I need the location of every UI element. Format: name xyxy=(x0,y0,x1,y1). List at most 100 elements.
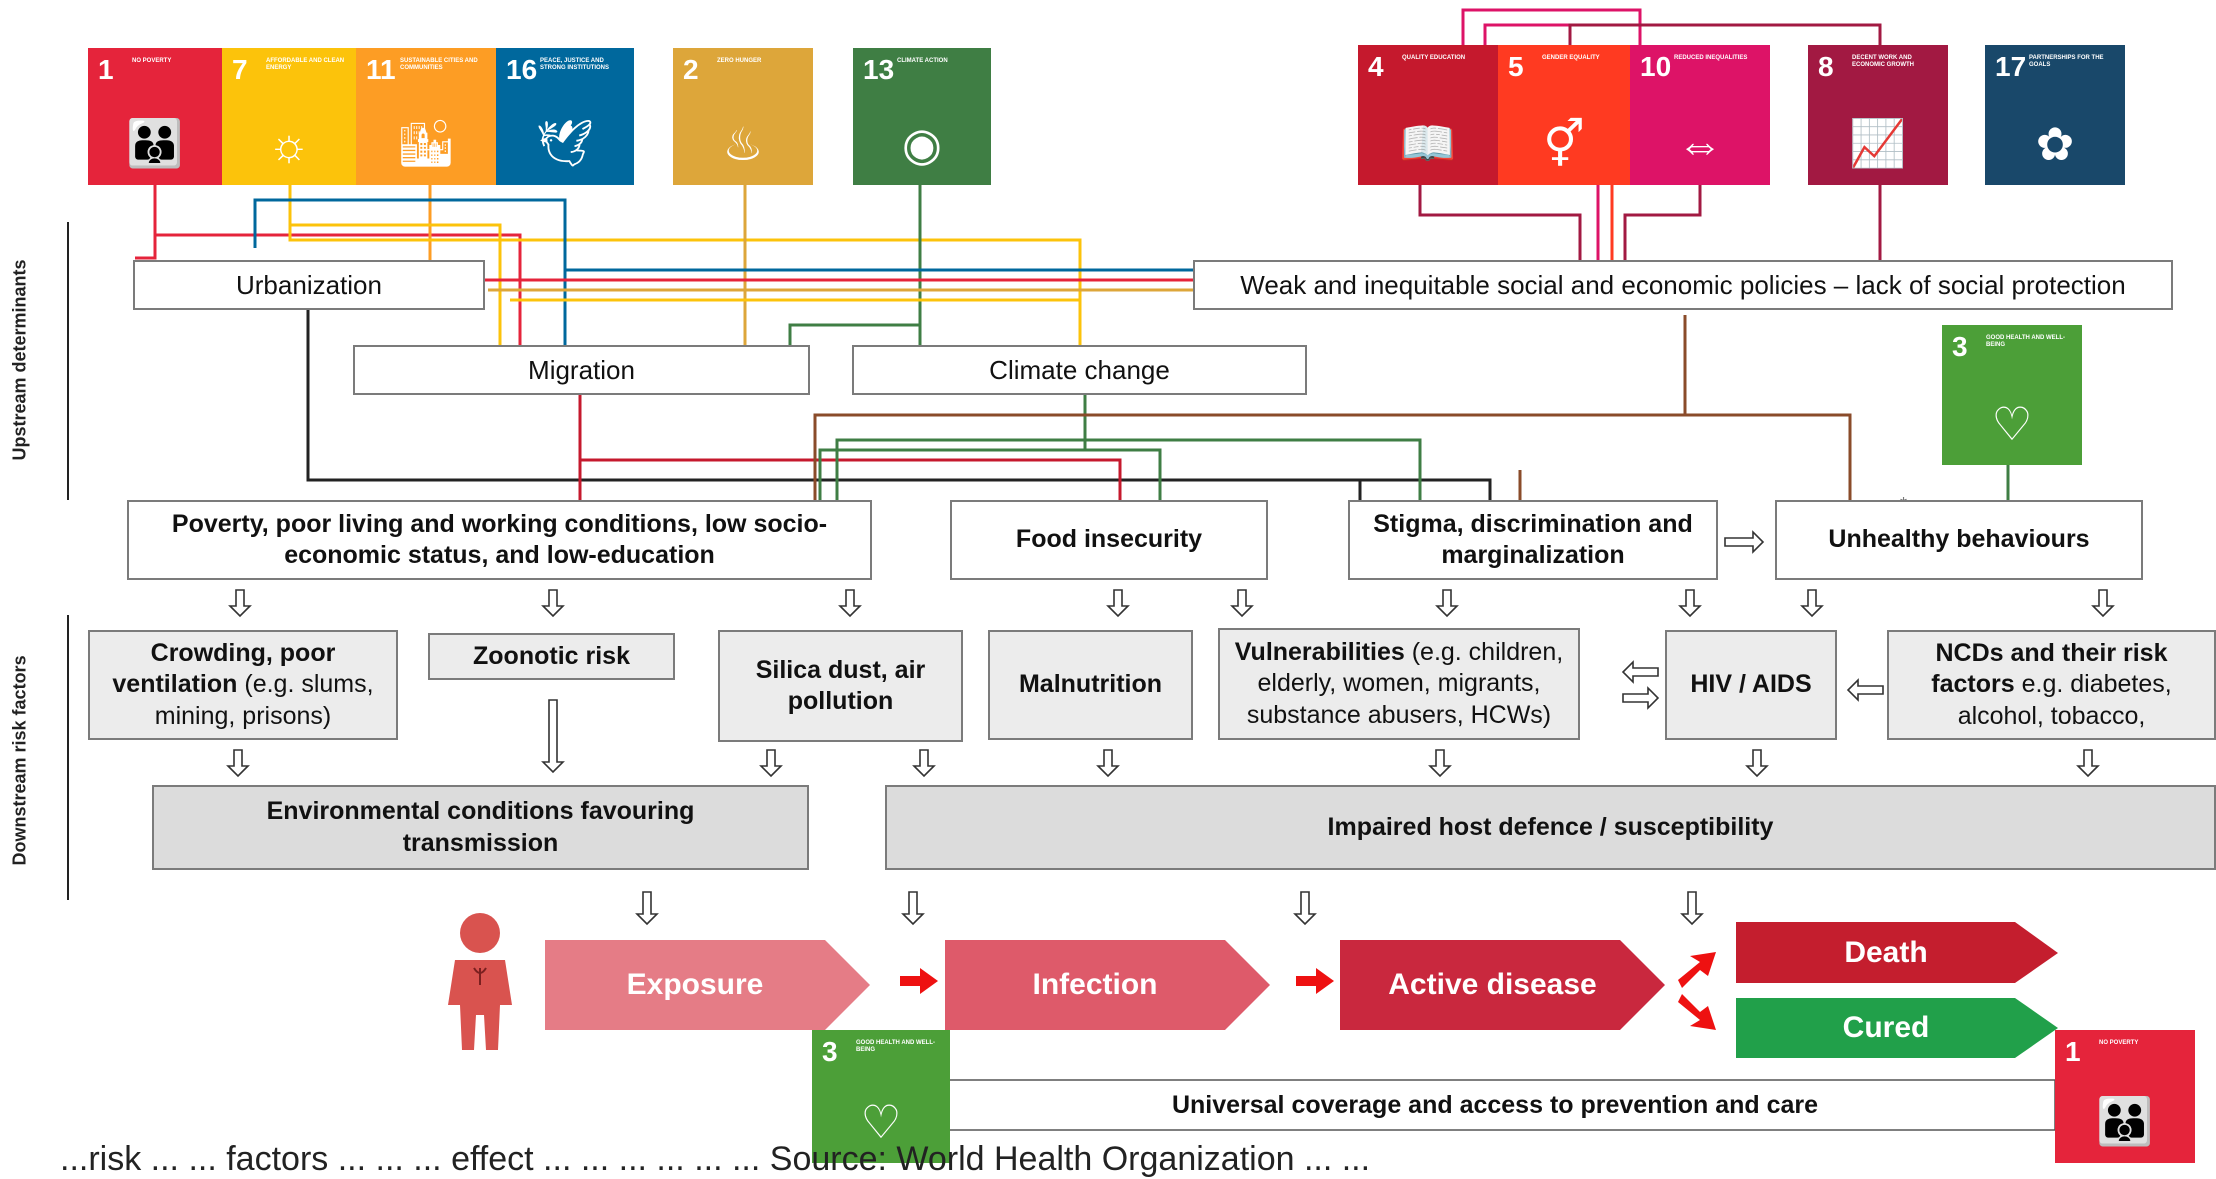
down-arrow xyxy=(1745,749,1769,778)
sdg8-number: 8 xyxy=(1818,51,1834,82)
down-arrow xyxy=(838,589,862,618)
right-arrow xyxy=(1622,686,1660,710)
sdg10-number: 10 xyxy=(1640,51,1672,82)
sun-icon: ☼ xyxy=(267,118,311,170)
downstream-label: Downstream risk factors xyxy=(9,655,30,866)
sdg3-tile-lower: 3 GOOD HEALTH AND WELL-BEING ♡ xyxy=(812,1030,950,1163)
book-icon: 📖 xyxy=(1399,117,1457,169)
impaired-host-defence-box: Impaired host defence / susceptibility xyxy=(885,785,2216,870)
sdg5-number: 5 xyxy=(1508,51,1524,82)
heartbeat-icon: ♡ xyxy=(1991,398,2033,450)
sdg1-lower-number: 1 xyxy=(2065,1036,2081,1067)
sdg5-caption: GENDER EQUALITY xyxy=(1542,55,1600,61)
sdg1-lower-caption: NO POVERTY xyxy=(2099,1040,2139,1046)
sdg1-tile: 1 NO POVERTY 👪 xyxy=(88,48,222,185)
down-arrow xyxy=(1678,589,1702,618)
hiv-aids-box: HIV / AIDS xyxy=(1665,630,1837,740)
rings-icon: ✿ xyxy=(2035,118,2075,170)
down-arrow xyxy=(1230,589,1254,618)
vulnerabilities-title: Vulnerabilities xyxy=(1234,638,1405,667)
sdg3-upper-number: 3 xyxy=(1952,331,1968,362)
sdg10-tile: 10 REDUCED INEQUALITIES ⇔ xyxy=(1630,45,1770,185)
sdg1-number: 1 xyxy=(98,54,114,85)
heartbeat-icon: ♡ xyxy=(860,1096,902,1148)
poverty-box: Poverty, poor living and working conditi… xyxy=(127,500,872,580)
sdg10-caption: REDUCED INEQUALITIES xyxy=(1674,55,1748,61)
down-arrow xyxy=(1096,749,1120,778)
coverage-label: Universal coverage and access to prevent… xyxy=(1171,1090,1819,1119)
environmental-conditions-box: Environmental conditions favouring trans… xyxy=(152,785,809,870)
ncds-title: NCDs and their risk factors xyxy=(1931,639,2168,699)
urbanization-box: Urbanization xyxy=(133,260,485,310)
ncds-box: NCDs and their risk factors e.g. diabete… xyxy=(1887,630,2216,740)
malnutrition-box: Malnutrition xyxy=(988,630,1193,740)
sdg5-tile: 5 GENDER EQUALITY ⚥ xyxy=(1498,45,1630,185)
sdg7-caption: AFFORDABLE AND CLEAN ENERGY xyxy=(266,58,345,71)
cured-chevron xyxy=(1736,998,2058,1058)
vulnerabilities-examples: (e.g. children, elderly, women, migrants… xyxy=(1246,638,1564,729)
policies-box: Weak and inequitable social and economic… xyxy=(1193,260,2173,310)
down-arrow xyxy=(1800,589,1824,618)
exposure-chevron xyxy=(545,940,870,1030)
sdg3-lower-number: 3 xyxy=(822,1036,838,1067)
down-arrow xyxy=(1293,891,1317,926)
family-icon: 👪 xyxy=(126,117,184,169)
down-arrow xyxy=(635,891,659,926)
sdg2-number: 2 xyxy=(683,54,699,85)
sdg11-number: 11 xyxy=(366,54,396,85)
unhealthy-behaviours-box: Unhealthy behaviours xyxy=(1775,500,2143,580)
sdg8-tile: 8 DECENT WORK AND ECONOMIC GROWTH 📈 xyxy=(1808,45,1948,185)
sdg2-tile: 2 ZERO HUNGER ♨ xyxy=(673,48,813,185)
eye-icon: ◉ xyxy=(901,118,943,170)
sdg8-caption: DECENT WORK AND ECONOMIC GROWTH xyxy=(1852,55,1914,68)
sdg7-number: 7 xyxy=(232,54,248,85)
figure-caption: ...risk ... ... factors ... ... ... effe… xyxy=(60,1140,1371,1178)
sdg3-upper-caption: GOOD HEALTH AND WELL-BEING xyxy=(1986,335,2065,348)
down-arrow xyxy=(1435,589,1459,618)
bowl-icon: ♨ xyxy=(722,118,764,170)
sdg3-lower-caption: GOOD HEALTH AND WELL-BEING xyxy=(856,1040,935,1053)
silica-dust-box: Silica dust, air pollution xyxy=(718,630,963,742)
sdg17-tile: 17 PARTNERSHIPS FOR THE GOALS ✿ xyxy=(1985,45,2125,185)
crowding-title: Crowding, poor ventilation xyxy=(112,639,336,699)
food-insecurity-box: Food insecurity xyxy=(950,500,1268,580)
sdg4-tile: 4 QUALITY EDUCATION 📖 xyxy=(1358,45,1498,185)
crowding-box: Crowding, poor ventilation (e.g. slums, … xyxy=(88,630,398,740)
vulnerabilities-box: Vulnerabilities (e.g. children, elderly,… xyxy=(1218,628,1580,740)
infection-chevron xyxy=(945,940,1270,1030)
sdg4-number: 4 xyxy=(1368,51,1384,82)
coverage-bar xyxy=(934,1079,2056,1131)
sdg17-number: 17 xyxy=(1995,51,2027,82)
sdg2-caption: ZERO HUNGER xyxy=(717,58,762,64)
active-disease-label: Active disease xyxy=(1388,968,1597,1001)
city-icon: 🏙 xyxy=(396,117,456,169)
sdg13-number: 13 xyxy=(863,54,895,85)
sdg11-tile: 11 SUSTAINABLE CITIES AND COMMUNITIES 🏙 xyxy=(356,48,496,185)
death-label: Death xyxy=(1844,935,1928,969)
down-arrow xyxy=(901,891,925,926)
down-arrow xyxy=(759,749,783,778)
down-arrow xyxy=(1680,891,1704,926)
down-arrow xyxy=(226,749,250,778)
down-arrow xyxy=(541,589,565,618)
family-icon: 👪 xyxy=(2096,1095,2154,1147)
crowding-examples: (e.g. slums, mining, prisons) xyxy=(154,670,374,730)
sdg1-tile-lower: 1 NO POVERTY 👪 xyxy=(2055,1030,2195,1163)
person-icon xyxy=(448,913,512,1050)
sdg1-caption: NO POVERTY xyxy=(132,58,172,64)
sdg16-tile: 16 PEACE, JUSTICE AND STRONG INSTITUTION… xyxy=(496,48,634,185)
sdg7-tile: 7 AFFORDABLE AND CLEAN ENERGY ☼ xyxy=(222,48,356,185)
dove-icon: 🕊 xyxy=(535,117,595,169)
zoonotic-risk-box: Zoonotic risk xyxy=(428,633,675,680)
left-arrow xyxy=(1846,678,1884,702)
arrows-icon: ⇔ xyxy=(1677,118,1723,170)
down-arrow xyxy=(1106,589,1130,618)
down-arrow xyxy=(912,749,936,778)
stigma-box: Stigma, discrimination and marginalizati… xyxy=(1348,500,1718,580)
death-chevron xyxy=(1736,922,2058,983)
sdg17-caption: PARTNERSHIPS FOR THE GOALS xyxy=(2029,55,2104,68)
sdg11-caption: SUSTAINABLE CITIES AND COMMUNITIES xyxy=(400,58,478,71)
ncds-examples: e.g. diabetes, alcohol, tobacco, xyxy=(1957,670,2172,730)
